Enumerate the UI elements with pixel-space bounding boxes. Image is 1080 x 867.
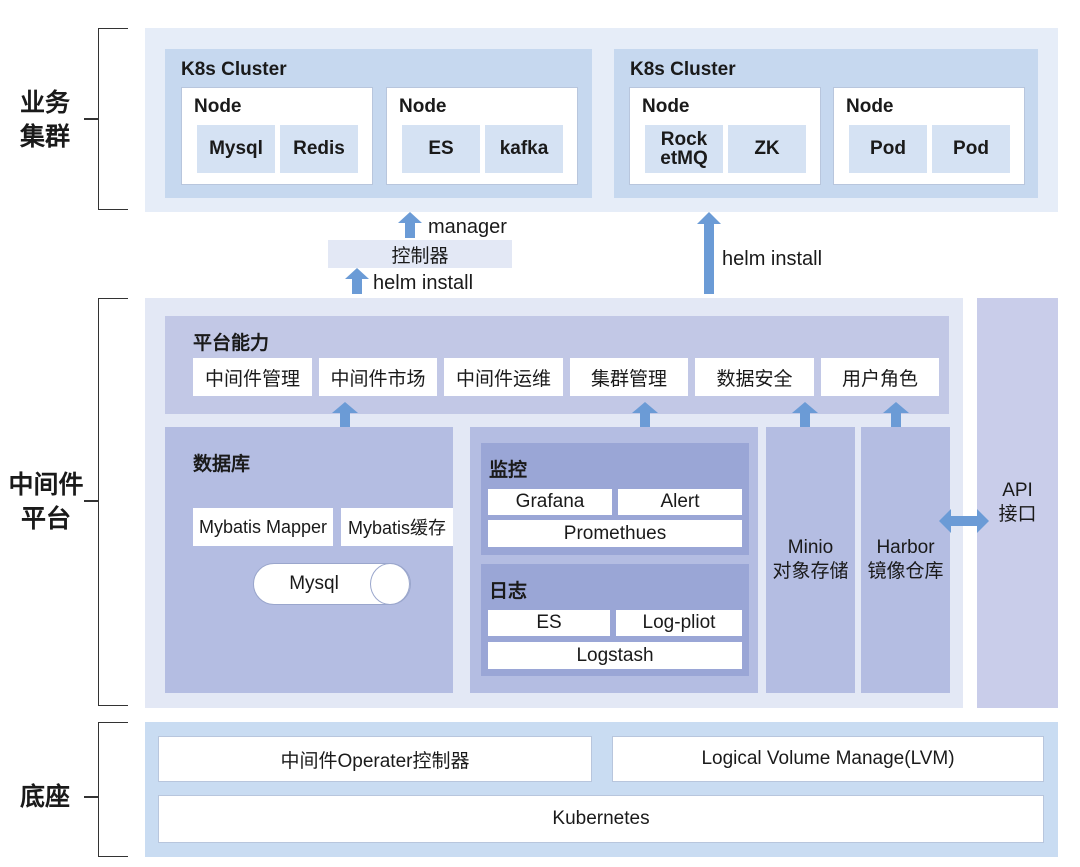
minio-label: Minio <box>787 537 834 558</box>
lvm-box: Logical Volume Manage(LVM) <box>612 736 1044 782</box>
api-panel: API 接口 <box>977 298 1058 708</box>
alert-box: Alert <box>618 489 742 515</box>
api-label: API <box>1002 480 1033 501</box>
platform-capability: 平台能力 中间件管理 中间件市场 中间件运维 集群管理 数据安全 用户角色 <box>165 316 949 414</box>
capability-item: 中间件管理 <box>193 358 312 396</box>
bracket-middleware <box>98 298 128 706</box>
node-box: Node Rock etMQ ZK <box>629 87 821 185</box>
node-box: Node ES kafka <box>386 87 578 185</box>
k8s-cluster-1: K8s Cluster Node Mysql Redis Node ES kaf… <box>165 49 592 198</box>
api-sublabel: 接口 <box>998 504 1037 525</box>
harbor-panel: Harbor 镜像仓库 <box>861 427 950 693</box>
tier-label-base: 底座 <box>14 780 76 814</box>
harbor-sublabel: 镜像仓库 <box>867 561 944 582</box>
k8s-cluster-2: K8s Cluster Node Rock etMQ ZK Node Pod P… <box>614 49 1038 198</box>
item-kafka: kafka <box>485 125 563 173</box>
item-rocketmq-label: Rock etMQ <box>660 129 708 169</box>
tier-label-middleware: 中间件 平台 <box>8 468 84 536</box>
cylinder-end <box>370 563 410 605</box>
up-arrow-icon <box>697 212 721 294</box>
es-box: ES <box>488 610 610 636</box>
node-box: Node Mysql Redis <box>181 87 373 185</box>
node-title: Node <box>399 96 447 117</box>
capability-item: 数据安全 <box>695 358 814 396</box>
tier-label-line: 中间件 <box>8 471 84 499</box>
capability-item: 集群管理 <box>570 358 688 396</box>
up-arrow-icon <box>345 268 369 294</box>
cluster-title: K8s Cluster <box>181 59 287 80</box>
prometheus-box: Promethues <box>488 520 742 547</box>
item-redis: Redis <box>280 125 358 173</box>
minio-panel: Minio 对象存储 <box>766 427 855 693</box>
grafana-box: Grafana <box>488 489 612 515</box>
up-arrow-icon <box>398 212 422 238</box>
item-zk: ZK <box>728 125 806 173</box>
bracket-base <box>98 722 128 857</box>
capability-item: 中间件市场 <box>319 358 437 396</box>
node-box: Node Pod Pod <box>833 87 1025 185</box>
node-title: Node <box>846 96 894 117</box>
tier-label-line: 平台 <box>20 505 71 533</box>
platform-title: 平台能力 <box>193 333 270 354</box>
monitor-title: 监控 <box>489 460 528 481</box>
log-pilot-box: Log-pliot <box>616 610 742 636</box>
operator-box: 中间件Operater控制器 <box>158 736 592 782</box>
item-rocketmq: Rock etMQ <box>645 125 723 173</box>
double-arrow-icon <box>939 509 989 533</box>
item-es: ES <box>402 125 480 173</box>
mybatis-mapper-box: Mybatis Mapper <box>193 508 333 546</box>
mysql-cylinder: Mysql <box>253 563 411 605</box>
bracket-tick <box>84 500 98 502</box>
helm-install-label: helm install <box>373 272 474 294</box>
tier-label-line: 业务 <box>19 89 70 117</box>
tier-label-line: 底座 <box>19 783 70 811</box>
item-mysql: Mysql <box>197 125 275 173</box>
manager-label: manager <box>428 216 507 238</box>
capability-item: 用户角色 <box>821 358 939 396</box>
mysql-label: Mysql <box>289 573 339 594</box>
logstash-box: Logstash <box>488 642 742 669</box>
bracket-tick <box>84 118 98 120</box>
tier-label-business: 业务 集群 <box>14 86 76 154</box>
node-title: Node <box>642 96 690 117</box>
kubernetes-box: Kubernetes <box>158 795 1044 843</box>
node-title: Node <box>194 96 242 117</box>
item-pod: Pod <box>932 125 1010 173</box>
database-title: 数据库 <box>193 454 251 475</box>
bracket-business <box>98 28 128 210</box>
monitor-group: 监控 Grafana Alert Promethues <box>481 443 749 555</box>
mybatis-cache-box: Mybatis缓存 <box>341 508 453 546</box>
capability-item: 中间件运维 <box>444 358 563 396</box>
minio-sublabel: 对象存储 <box>772 561 849 582</box>
tier-label-line: 集群 <box>19 123 70 151</box>
item-pod: Pod <box>849 125 927 173</box>
log-group: 日志 ES Log-pliot Logstash <box>481 564 749 676</box>
controller-box: 控制器 <box>328 240 512 268</box>
helm-install-label: helm install <box>722 248 823 270</box>
bracket-tick <box>84 796 98 798</box>
database-panel: 数据库 Mybatis Mapper Mybatis缓存 Mysql <box>165 427 453 693</box>
harbor-label: Harbor <box>876 537 935 558</box>
log-title: 日志 <box>489 581 528 602</box>
cluster-title: K8s Cluster <box>630 59 736 80</box>
